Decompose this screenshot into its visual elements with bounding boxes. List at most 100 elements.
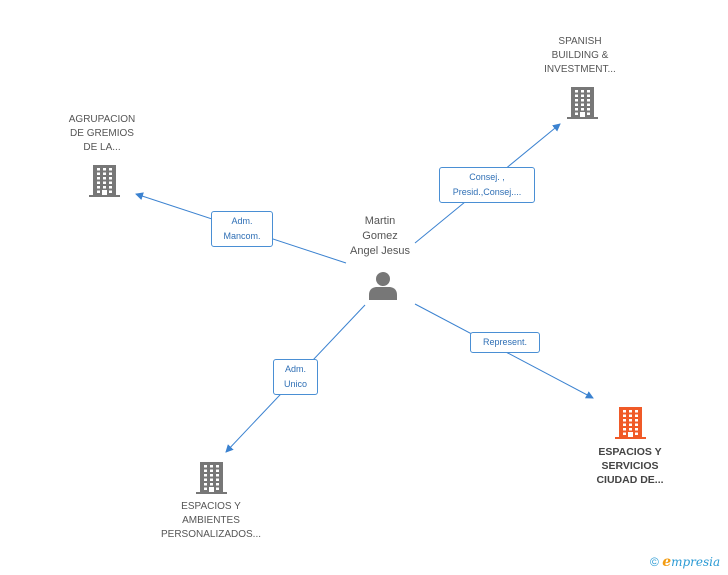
building-body (89, 165, 120, 197)
building-window (109, 190, 112, 193)
copyright-symbol: © (650, 555, 659, 569)
person-icon[interactable] (368, 270, 398, 300)
building-window (103, 186, 106, 189)
building-window (623, 432, 626, 435)
building-window (587, 103, 590, 106)
company-spanish-label[interactable]: SPANISH BUILDING & INVESTMENT... (530, 35, 630, 77)
building-window (97, 172, 100, 175)
building-window (635, 419, 638, 422)
building-window (210, 474, 213, 477)
building-window (97, 181, 100, 184)
building-window (575, 108, 578, 111)
building-door (628, 432, 633, 437)
building-window (216, 465, 219, 468)
building-window (635, 414, 638, 417)
company-espacios-ambientes-line-2: AMBIENTES (182, 515, 240, 526)
building-window (204, 487, 207, 490)
building-window (216, 469, 219, 472)
company-espacios-servicios-label[interactable]: ESPACIOS Y SERVICIOS CIUDAD DE... (580, 445, 680, 487)
relation-agrupacion-line-2: Mancom. (223, 231, 261, 241)
building-door (580, 112, 585, 117)
building-icon[interactable] (89, 163, 120, 197)
company-espacios-servicios-line-1: ESPACIOS Y (598, 446, 662, 458)
building-window (575, 94, 578, 97)
relation-label-spanish[interactable]: Consej. , Presid.,Consej.... (439, 167, 535, 203)
building-window (103, 177, 106, 180)
building-icon[interactable] (196, 460, 227, 494)
building-window (97, 190, 100, 193)
building-window (581, 99, 584, 102)
relation-label-espacios-servicios[interactable]: Represent. (470, 332, 540, 353)
building-window (97, 168, 100, 171)
building-window (635, 428, 638, 431)
relation-espacios-ambientes-line-2: Unico (283, 379, 307, 389)
building-window (109, 177, 112, 180)
company-spanish-line-3: INVESTMENT... (544, 64, 616, 75)
building-window (204, 474, 207, 477)
building-window (97, 186, 100, 189)
building-window (109, 172, 112, 175)
relation-agrupacion-line-1: Adm. (231, 216, 253, 226)
building-window (581, 108, 584, 111)
building-window (587, 112, 590, 115)
empresia-footer[interactable]: © empresia (650, 554, 720, 570)
person-name-line-3: Angel Jesus (350, 245, 410, 257)
building-window (587, 94, 590, 97)
building-icon[interactable] (567, 85, 598, 119)
building-window (204, 469, 207, 472)
logo-initial: e (662, 554, 672, 570)
company-spanish-line-2: BUILDING & (551, 50, 609, 61)
building-window (204, 478, 207, 481)
building-window (629, 419, 632, 422)
person-name[interactable]: Martin Gomez Angel Jesus (330, 214, 430, 259)
building-window (204, 483, 207, 486)
building-window (623, 419, 626, 422)
relation-spanish-line-2: Presid.,Consej.... (452, 187, 522, 197)
building-window (623, 428, 626, 431)
company-agrupacion-line-2: DE GREMIOS (70, 128, 134, 139)
company-espacios-ambientes-line-3: PERSONALIZADOS... (160, 529, 262, 540)
relation-label-agrupacion[interactable]: Adm. Mancom. (211, 211, 273, 247)
building-door (209, 487, 214, 492)
building-window (623, 423, 626, 426)
building-window (103, 181, 106, 184)
building-window (109, 186, 112, 189)
building-window (623, 414, 626, 417)
building-window (109, 168, 112, 171)
company-espacios-ambientes-label[interactable]: ESPACIOS Y AMBIENTES PERSONALIZADOS... (151, 500, 271, 542)
building-window (635, 432, 638, 435)
building-window (216, 478, 219, 481)
building-window (210, 483, 213, 486)
building-icon[interactable] (615, 405, 646, 439)
person-name-line-1: Martin (364, 215, 396, 227)
company-espacios-servicios-line-3: CIUDAD DE... (596, 474, 664, 486)
building-body (196, 462, 227, 494)
company-spanish-line-1: SPANISH (558, 36, 602, 47)
building-window (216, 487, 219, 490)
building-window (97, 177, 100, 180)
building-window (587, 99, 590, 102)
relation-espacios-ambientes-line-1: Adm. (284, 364, 306, 374)
empresia-logo: empresia (662, 554, 721, 570)
building-door (102, 190, 107, 195)
building-window (629, 410, 632, 413)
company-agrupacion-line-3: DE LA... (83, 142, 121, 153)
building-window (623, 410, 626, 413)
building-window (587, 108, 590, 111)
building-window (103, 168, 106, 171)
building-window (103, 172, 106, 175)
building-window (575, 90, 578, 93)
company-agrupacion-label[interactable]: AGRUPACION DE GREMIOS DE LA... (52, 113, 152, 155)
relation-spanish-line-1: Consej. , (469, 172, 505, 182)
building-window (575, 99, 578, 102)
building-window (635, 423, 638, 426)
building-body (615, 407, 646, 439)
relation-label-espacios-ambientes[interactable]: Adm. Unico (273, 359, 318, 395)
building-window (210, 478, 213, 481)
building-window (216, 483, 219, 486)
building-window (629, 428, 632, 431)
building-window (587, 90, 590, 93)
building-window (629, 423, 632, 426)
logo-text: mpresia (671, 555, 721, 569)
building-window (581, 94, 584, 97)
